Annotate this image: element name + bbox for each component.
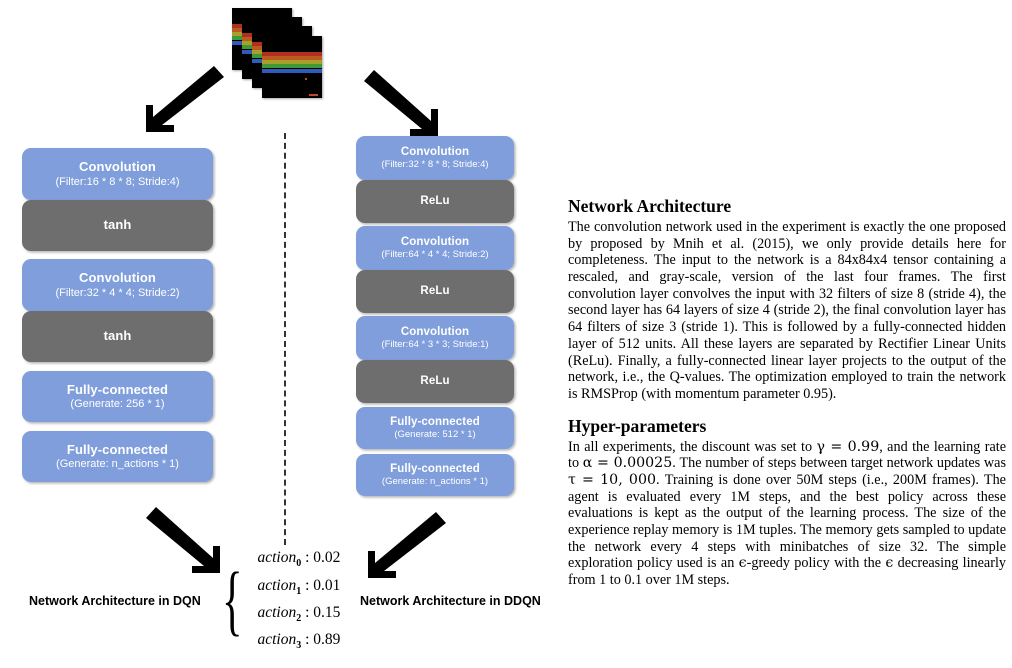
- arrow-dqn-to-output: [146, 507, 220, 573]
- action-value-row: action2 : 0.15: [257, 604, 341, 625]
- action-value-row: action3 : 0.89: [257, 631, 341, 652]
- action-value: 0.01: [313, 576, 341, 594]
- dqn-layer-fc-1: Fully-connected (Generate: 256 * 1): [22, 371, 213, 422]
- network-architecture-body: The convolution network used in the expe…: [568, 219, 1006, 402]
- hp-tau: τ = 10, 000: [568, 471, 657, 488]
- action-values-output: { action0 : 0.02 action1 : 0.01 action2 …: [222, 548, 362, 652]
- layer-subtitle: (Generate: 256 * 1): [70, 398, 165, 411]
- action-value: 0.89: [313, 631, 341, 649]
- layer-subtitle: (Filter:32 * 8 * 8; Stride:4): [381, 158, 489, 170]
- layer-subtitle: (Filter:16 * 8 * 8; Stride:4): [55, 175, 180, 188]
- action-value-row: action0 : 0.02: [257, 549, 341, 570]
- ddqn-layer-activation-3: ReLu: [356, 360, 514, 403]
- layer-title: ReLu: [420, 195, 450, 208]
- action-value-row: action1 : 0.01: [257, 576, 341, 597]
- ddqn-caption: Network Architecture in DDQN: [360, 594, 541, 608]
- network-architecture-heading: Network Architecture: [568, 196, 732, 216]
- hp-alpha: α = 0.00025: [582, 455, 673, 472]
- hp-text-6: decreasing linearly from 1 to 0.1 over 1…: [568, 555, 1006, 589]
- dqn-layer-activation-1: tanh: [22, 200, 213, 251]
- column-divider: [284, 133, 286, 545]
- ddqn-layer-conv-3: Convolution (Filter:64 * 3 * 3; Stride:1…: [356, 316, 514, 360]
- hp-text-4: . Training is done over 50M steps (i.e.,…: [568, 471, 1006, 572]
- ddqn-layer-conv-2: Convolution (Filter:64 * 4 * 4; Stride:2…: [356, 226, 514, 270]
- hp-text-3: . The number of steps between target net…: [672, 455, 1006, 472]
- action-value: 0.15: [313, 604, 341, 621]
- dqn-layer-conv-1: Convolution (Filter:16 * 8 * 8; Stride:4…: [22, 148, 213, 200]
- hp-gamma: γ = 0.99: [816, 438, 880, 455]
- layer-title: Convolution: [400, 325, 470, 338]
- atari-frame-4: [262, 36, 322, 98]
- atari-frame-stack: [232, 8, 322, 106]
- layer-subtitle: (Filter:64 * 4 * 4; Stride:2): [381, 248, 489, 260]
- arrow-input-to-ddqn: [364, 70, 438, 136]
- layer-title: Convolution: [400, 145, 470, 158]
- hyper-parameters-body: In all experiments, the discount was set…: [568, 439, 1006, 589]
- layer-title: Convolution: [79, 270, 156, 286]
- dqn-layer-fc-2: Fully-connected (Generate: n_actions * 1…: [22, 431, 213, 482]
- ddqn-layer-conv-1: Convolution (Filter:32 * 8 * 8; Stride:4…: [356, 136, 514, 180]
- action-label: action: [257, 576, 297, 594]
- article-column: Network Architecture The convolution net…: [568, 196, 1006, 589]
- layer-title: tanh: [103, 328, 132, 344]
- dqn-layer-activation-2: tanh: [22, 311, 213, 362]
- layer-title: Fully-connected: [390, 415, 480, 428]
- layer-title: Convolution: [400, 235, 470, 248]
- layer-title: Fully-connected: [66, 441, 169, 457]
- action-index: 3: [296, 640, 302, 652]
- hyper-parameters-heading: Hyper-parameters: [568, 415, 707, 436]
- layer-subtitle: (Generate: 512 * 1): [394, 428, 476, 440]
- layer-subtitle: (Filter:64 * 3 * 3; Stride:1): [381, 338, 489, 350]
- action-index: 2: [296, 613, 302, 625]
- arrow-ddqn-to-output: [368, 512, 446, 578]
- layer-title: tanh: [103, 217, 132, 233]
- ddqn-layer-fc-1: Fully-connected (Generate: 512 * 1): [356, 407, 514, 449]
- ddqn-layer-activation-2: ReLu: [356, 270, 514, 313]
- hp-epsilon-1: ϵ: [738, 555, 747, 572]
- hp-text-5: -greedy policy with the: [746, 555, 886, 572]
- layer-subtitle: (Generate: n_actions * 1): [381, 475, 489, 487]
- layer-title: Convolution: [79, 159, 156, 175]
- layer-subtitle: (Generate: n_actions * 1): [56, 458, 179, 471]
- action-label: action: [257, 631, 297, 649]
- ddqn-layer-fc-2: Fully-connected (Generate: n_actions * 1…: [356, 454, 514, 496]
- action-label: action: [257, 549, 297, 567]
- arrow-input-to-dqn: [146, 66, 224, 132]
- left-brace: {: [222, 556, 243, 644]
- dqn-caption: Network Architecture in DQN: [29, 594, 201, 608]
- ddqn-layer-activation-1: ReLu: [356, 180, 514, 223]
- action-value: 0.02: [313, 549, 341, 567]
- layer-title: ReLu: [420, 285, 450, 298]
- layer-subtitle: (Filter:32 * 4 * 4; Stride:2): [55, 286, 180, 299]
- action-index: 0: [296, 558, 302, 570]
- hp-epsilon-2: ϵ: [885, 555, 894, 572]
- action-label: action: [257, 604, 297, 621]
- layer-title: Fully-connected: [66, 381, 169, 397]
- hp-text-1: In all experiments, the discount was set…: [568, 438, 817, 455]
- hp-text-2: , and the learning rate to: [568, 438, 1006, 472]
- action-index: 1: [296, 585, 302, 597]
- layer-title: Fully-connected: [390, 462, 480, 475]
- layer-title: ReLu: [420, 375, 450, 388]
- dqn-layer-conv-2: Convolution (Filter:32 * 4 * 4; Stride:2…: [22, 259, 213, 311]
